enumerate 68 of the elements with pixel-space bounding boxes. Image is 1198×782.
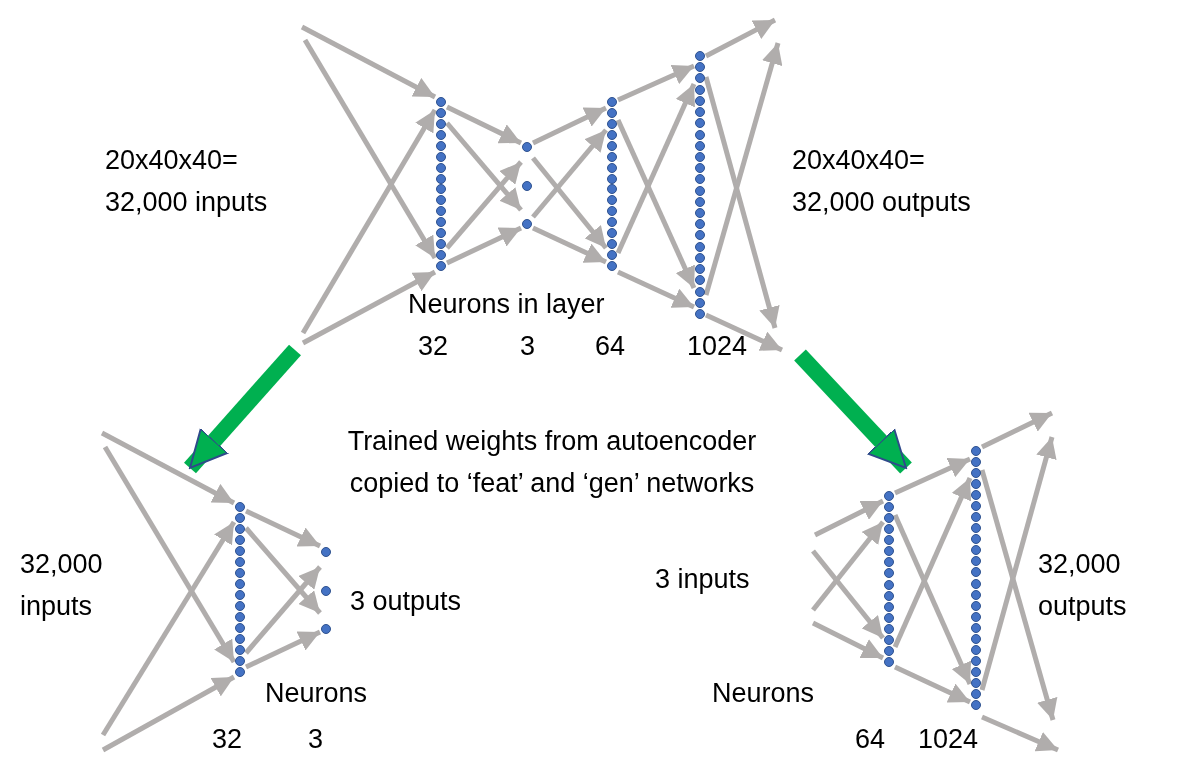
arrow [980, 410, 1054, 450]
arrow [615, 118, 697, 290]
neuron-layer [521, 141, 533, 230]
arrow [100, 520, 237, 737]
neuron-layer [970, 445, 982, 711]
layer-size: 32 [212, 723, 244, 756]
layer-size: 32 [418, 330, 450, 363]
layer-size: 3 [308, 723, 325, 756]
arrow [979, 469, 1058, 721]
arrow [979, 436, 1057, 691]
arrow [704, 17, 777, 59]
arrow [531, 128, 608, 219]
arrow [445, 121, 523, 212]
arrow [302, 38, 438, 260]
arrow [101, 674, 236, 753]
arrow [615, 82, 697, 255]
arrow [301, 269, 437, 346]
input-size-label: 3 inputs [655, 563, 751, 596]
neuron-layer [435, 96, 447, 272]
arrow [703, 76, 780, 329]
arrow [244, 526, 322, 615]
output-size-label: 20x40x40= 32,000 outputs [792, 144, 972, 219]
arrow [981, 714, 1059, 753]
note-text: Trained weights from autoencoder copied to ‘feat’ and ‘gen’ networks [346, 425, 758, 500]
neuron-layer [320, 546, 332, 635]
arrow [617, 63, 695, 103]
layer-size: 1024 [918, 723, 980, 756]
input-size-label: 32,000 inputs [20, 548, 104, 623]
arrow [300, 24, 437, 100]
block-arrow [184, 344, 301, 474]
arrow [531, 225, 608, 265]
arrow [811, 520, 885, 612]
arrow [300, 108, 438, 335]
arrow [813, 498, 885, 538]
axis-caption: Neurons [712, 677, 816, 710]
neuron-layer [234, 501, 246, 678]
layer-size: 64 [595, 330, 627, 363]
output-size-label: 3 outputs [350, 585, 463, 618]
axis-caption: Neurons in layer [408, 288, 606, 321]
arrow [445, 160, 523, 250]
arrow [100, 430, 236, 506]
arrow [811, 620, 885, 661]
layer-size: 3 [520, 330, 537, 363]
arrow [616, 269, 696, 310]
neuron-layer [694, 50, 706, 320]
layer-size: 64 [855, 723, 887, 756]
arrow [892, 477, 973, 648]
arrow [704, 312, 784, 353]
arrow [244, 508, 322, 549]
arrow [244, 629, 322, 670]
arrow [892, 514, 973, 685]
arrow [703, 42, 783, 296]
arrow [244, 565, 322, 655]
neuron-layer [606, 96, 618, 272]
layer-size: 1024 [687, 330, 749, 363]
arrow [531, 105, 608, 146]
arrow [102, 445, 237, 664]
neuron-layer [883, 490, 895, 668]
output-size-label: 32,000 outputs [1038, 548, 1128, 623]
arrow [531, 156, 608, 250]
axis-caption: Neurons [265, 677, 369, 710]
arrow [893, 664, 972, 705]
arrow [811, 549, 885, 640]
block-arrow [794, 349, 912, 474]
arrow [445, 104, 523, 146]
arrow [893, 456, 972, 496]
input-size-label: 20x40x40= 32,000 inputs [105, 144, 269, 219]
arrow [445, 225, 523, 266]
